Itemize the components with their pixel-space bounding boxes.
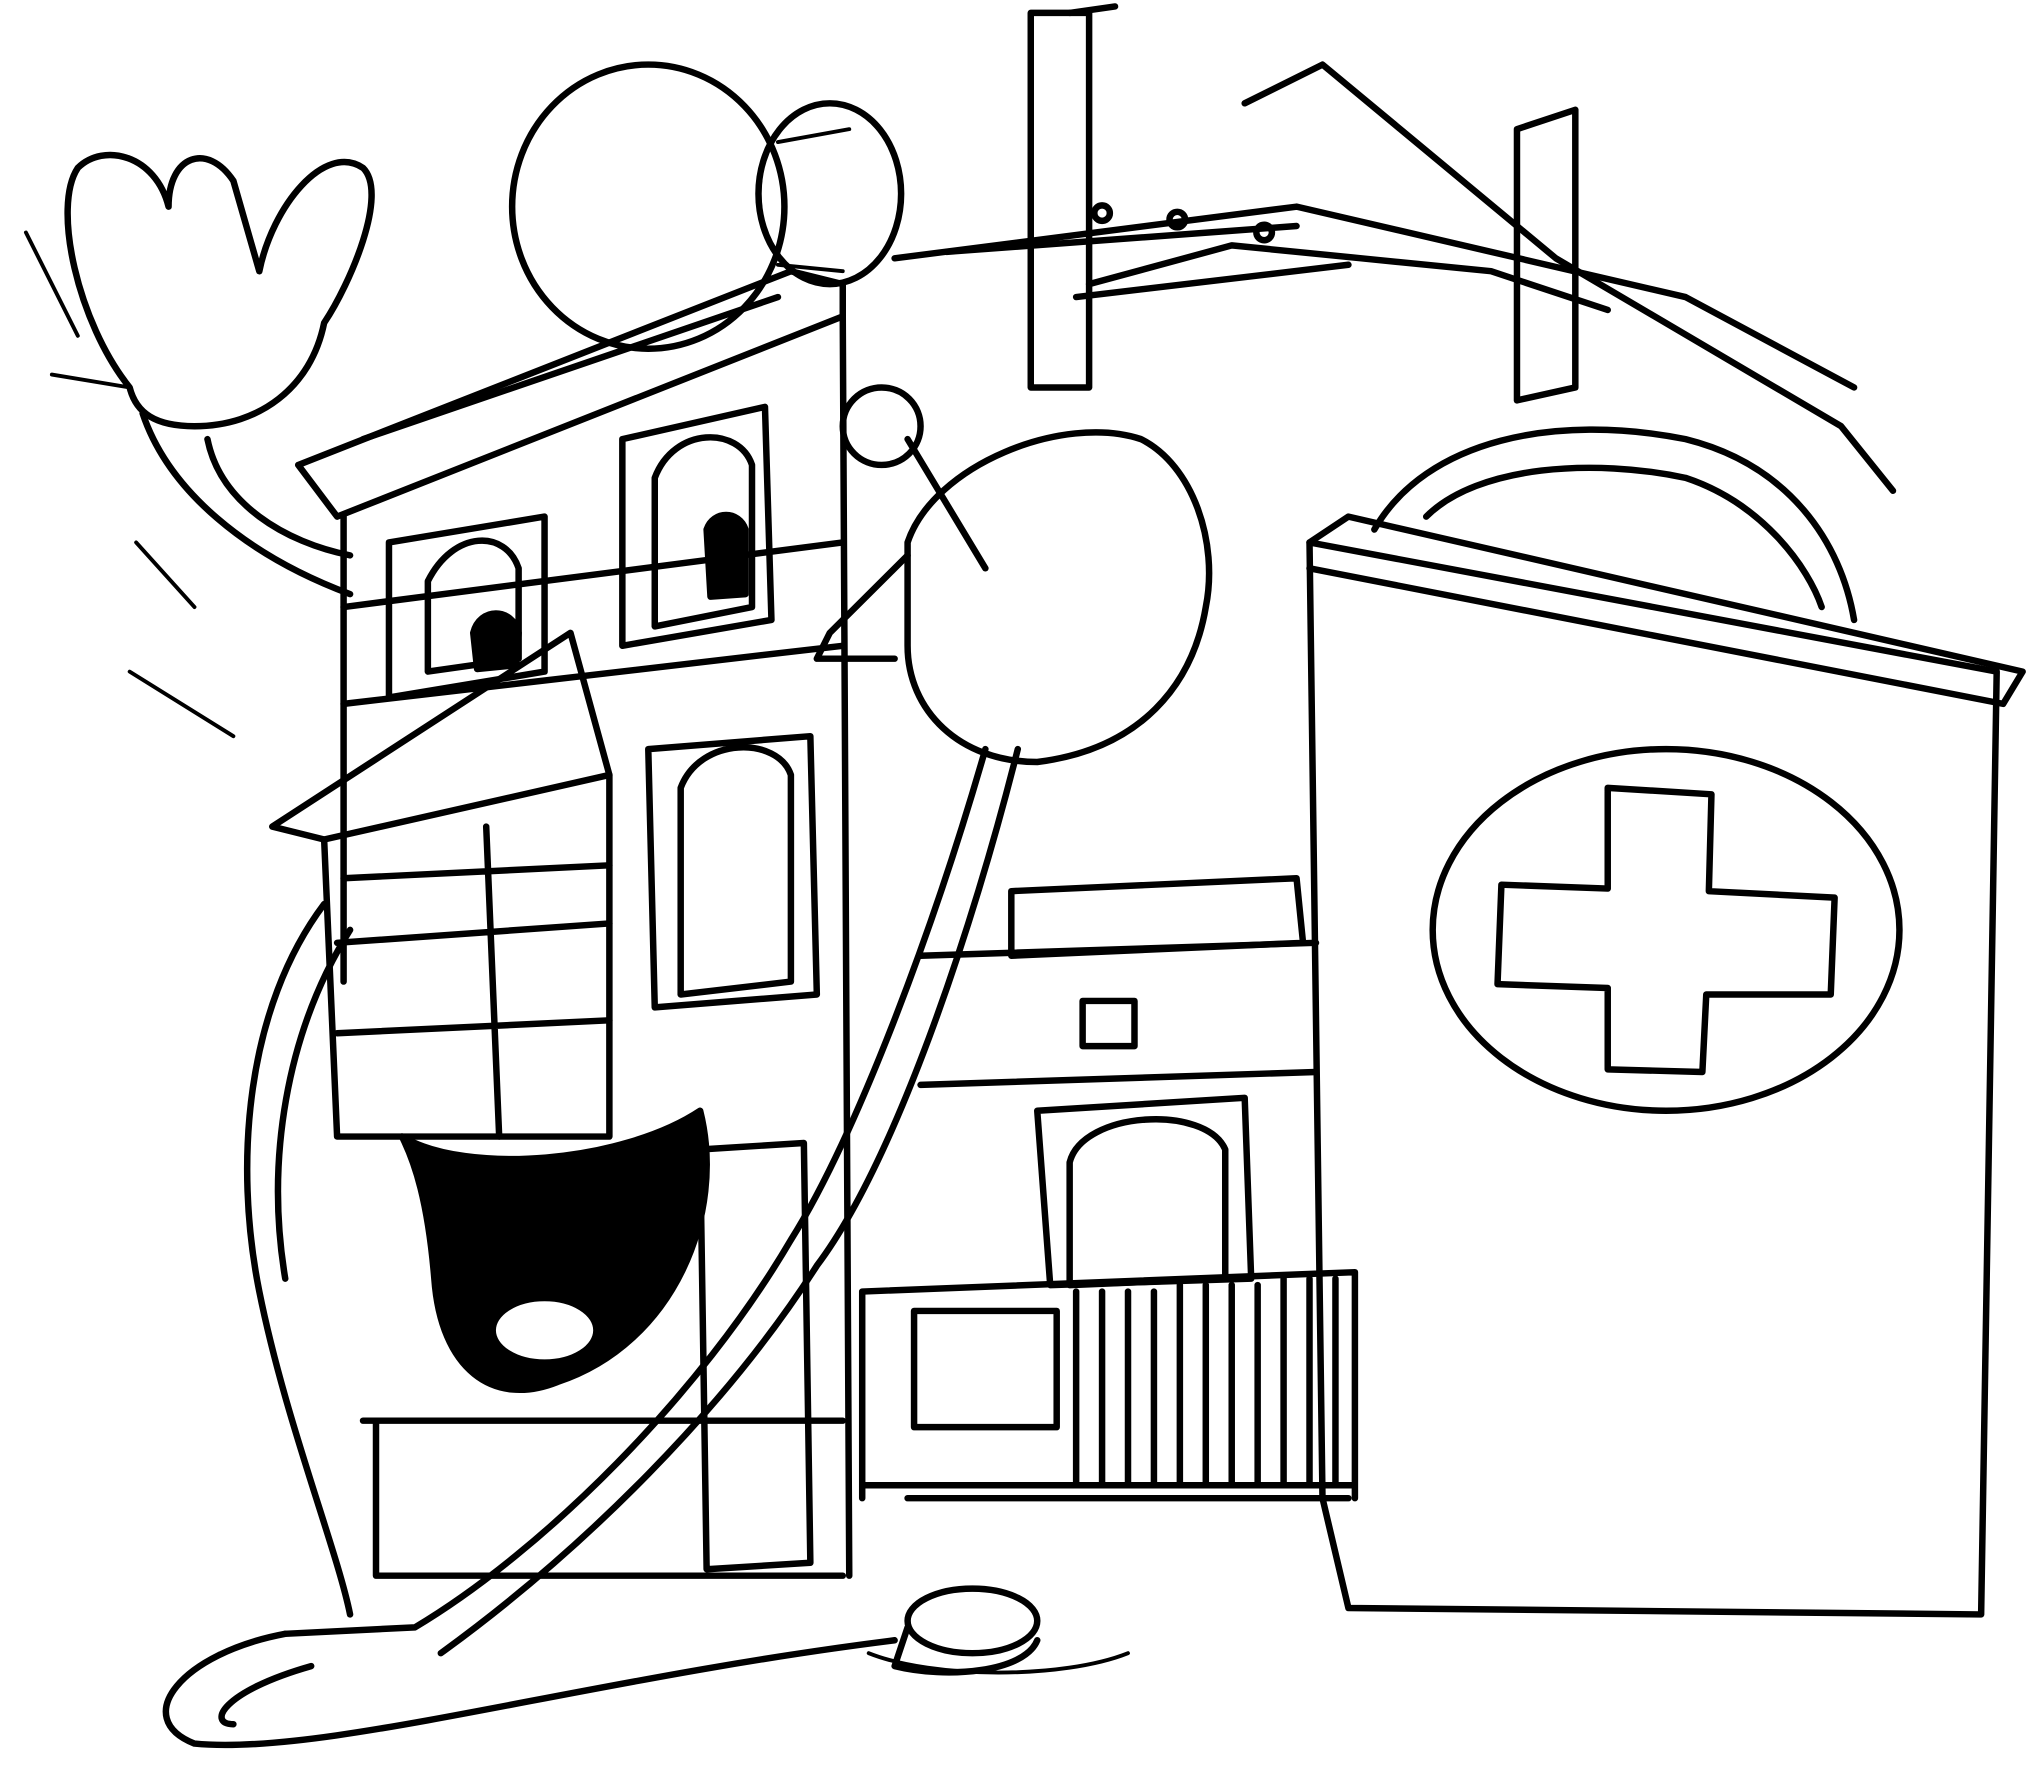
bag-handle bbox=[1371, 426, 1858, 624]
roof-and-chimneys bbox=[891, 3, 1897, 495]
cross-sign-oval bbox=[1429, 745, 1903, 1114]
stethoscope-chestpiece bbox=[904, 1585, 1041, 1657]
stethoscope-tube bbox=[162, 745, 1130, 1749]
smiling-mouth bbox=[398, 1107, 710, 1393]
hospital-wing bbox=[1306, 513, 2026, 1618]
glove-hand-with-stethoscope bbox=[813, 384, 1213, 766]
iron-fence bbox=[858, 1268, 1359, 1502]
waving-glove-hand bbox=[23, 151, 375, 739]
main-building bbox=[294, 267, 1352, 1579]
head-mirror-icon bbox=[508, 61, 1276, 352]
medical-cross-icon bbox=[1494, 784, 1838, 1076]
bay-window bbox=[269, 629, 613, 1140]
